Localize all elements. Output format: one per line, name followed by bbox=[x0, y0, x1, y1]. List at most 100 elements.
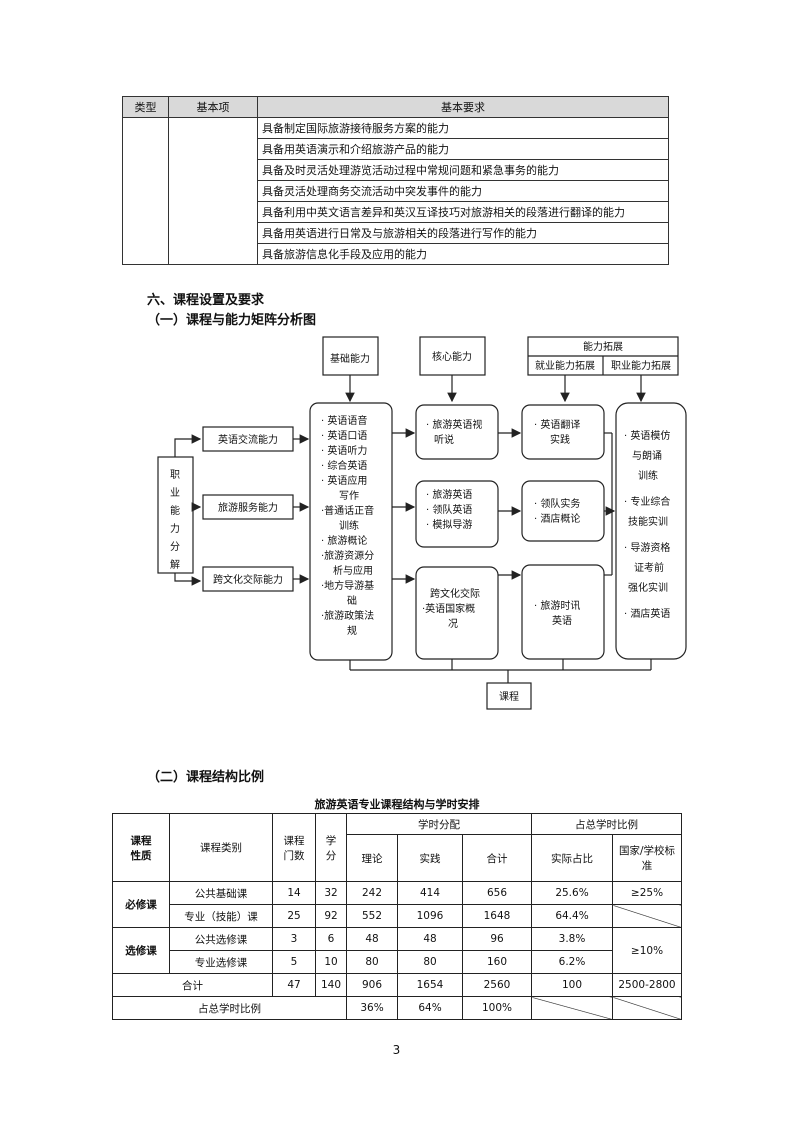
left-char: 能 bbox=[170, 504, 180, 517]
requirement-row: 具备旅游信息化手段及应用的能力 bbox=[257, 243, 669, 265]
svg-text:训练: 训练 bbox=[638, 469, 658, 482]
page-number: 3 bbox=[392, 1043, 401, 1057]
svg-text:跨文化交际: 跨文化交际 bbox=[430, 587, 480, 600]
header-ratio: 占总学时比例 bbox=[531, 813, 682, 835]
left-char: 业 bbox=[170, 487, 180, 499]
svg-text:·普通话正音: ·普通话正音 bbox=[321, 504, 374, 517]
header-hours: 学时分配 bbox=[346, 813, 532, 835]
requirement-row: 具备及时灵活处理游览活动过程中常规问题和紧急事务的能力 bbox=[257, 159, 669, 181]
header-standard: 国家/学校标准 bbox=[612, 834, 682, 882]
structure-table-title: 旅游英语专业课程结构与学时安排 bbox=[314, 798, 480, 811]
core-box-1 bbox=[415, 404, 499, 460]
table-row: 选修课 公共选修课 3 6 48 48 96 3.8% ≥10% bbox=[112, 927, 682, 974]
ability-label: 跨文化交际能力 bbox=[213, 573, 283, 586]
top-core-box bbox=[419, 336, 486, 376]
svg-text:实践: 实践 bbox=[550, 433, 570, 446]
course-ability-matrix-diagram: 基础能力 核心能力 能力拓展 就业能力拓展 职业能力拓展 职 业 能 力 分 解… bbox=[157, 336, 687, 710]
svg-text:础: 础 bbox=[347, 595, 357, 607]
ratio-row: 占总学时比例 36% 64% 100% bbox=[112, 996, 682, 1020]
svg-text:· 英语语音: · 英语语音 bbox=[321, 414, 367, 427]
basic-courses-list: · 英语语音 · 英语口语 · 英语听力 · 综合英语 · 英语应用 写作 ·普… bbox=[321, 414, 374, 637]
diagonal-cell bbox=[612, 996, 682, 1020]
svg-text:听说: 听说 bbox=[434, 433, 454, 446]
course-bottom-label: 课程 bbox=[499, 691, 519, 703]
left-char: 解 bbox=[170, 558, 180, 571]
svg-text:· 领队实务: · 领队实务 bbox=[534, 497, 580, 510]
basic-item-cell bbox=[168, 117, 258, 265]
requirement-row: 具备用英语进行日常及与旅游相关的段落进行写作的能力 bbox=[257, 222, 669, 244]
requirement-row: 具备用英语演示和介绍旅游产品的能力 bbox=[257, 138, 669, 160]
ability-label: 旅游服务能力 bbox=[218, 501, 278, 514]
job-box-2 bbox=[521, 480, 605, 542]
svg-text:· 酒店英语: · 酒店英语 bbox=[624, 607, 670, 620]
header-category: 课程类别 bbox=[169, 813, 273, 882]
svg-text:· 旅游概论: · 旅游概论 bbox=[321, 534, 367, 547]
svg-text:· 酒店概论: · 酒店概论 bbox=[534, 512, 580, 525]
english-communication-ability-box bbox=[202, 426, 294, 452]
svg-text:写作: 写作 bbox=[339, 490, 359, 502]
svg-text:· 模拟导游: · 模拟导游 bbox=[426, 518, 472, 531]
svg-text:训练: 训练 bbox=[339, 519, 359, 532]
core-box-3 bbox=[415, 566, 499, 660]
diagonal-cell bbox=[531, 996, 613, 1020]
svg-text:证考前: 证考前 bbox=[634, 561, 664, 574]
svg-text:· 英语翻译: · 英语翻译 bbox=[534, 418, 580, 431]
top-ext-job-label: 就业能力拓展 bbox=[535, 359, 595, 372]
header-practice: 实践 bbox=[397, 834, 463, 882]
svg-text:· 旅游时讯: · 旅游时讯 bbox=[534, 599, 580, 612]
requirements-table: 类型 基本项 基本要求 具备制定国际旅游接待服务方案的能力 具备用英语演示和介绍… bbox=[122, 96, 669, 265]
top-basic-label: 基础能力 bbox=[330, 352, 370, 365]
header-actual: 实际占比 bbox=[531, 834, 613, 882]
svg-text:析与应用: 析与应用 bbox=[333, 564, 373, 577]
header-count: 课程门数 bbox=[272, 813, 316, 882]
type-cell bbox=[122, 117, 169, 265]
svg-text:技能实训: 技能实训 bbox=[628, 515, 668, 528]
section-title: 六、课程设置及要求 bbox=[147, 293, 265, 308]
svg-text:· 专业综合: · 专业综合 bbox=[624, 495, 670, 508]
svg-text:与朗诵: 与朗诵 bbox=[632, 450, 662, 462]
top-ext-career-label: 职业能力拓展 bbox=[611, 359, 671, 372]
requirement-row: 具备灵活处理商务交流活动中突发事件的能力 bbox=[257, 180, 669, 202]
core-box-2 bbox=[415, 480, 499, 548]
svg-text:· 英语应用: · 英语应用 bbox=[321, 474, 367, 487]
svg-text:· 领队英语: · 领队英语 bbox=[426, 503, 472, 516]
requirement-row: 具备制定国际旅游接待服务方案的能力 bbox=[257, 117, 669, 139]
svg-text:规: 规 bbox=[347, 624, 357, 637]
tourism-service-ability-box bbox=[202, 494, 294, 520]
svg-text:· 英语模仿: · 英语模仿 bbox=[624, 429, 670, 442]
left-char: 职 bbox=[170, 469, 180, 481]
svg-text:·旅游资源分: ·旅游资源分 bbox=[321, 549, 374, 562]
diagonal-cell bbox=[612, 904, 682, 928]
svg-text:· 英语听力: · 英语听力 bbox=[321, 444, 367, 457]
svg-text:况: 况 bbox=[448, 618, 458, 630]
job-box-1 bbox=[521, 404, 605, 460]
subsection-structure-title: （二）课程结构比例 bbox=[147, 770, 265, 785]
header-basic-item: 基本项 bbox=[168, 96, 258, 118]
svg-text:·旅游政策法: ·旅游政策法 bbox=[321, 609, 374, 622]
top-ext-label: 能力拓展 bbox=[583, 340, 623, 353]
course-structure-table: 课程性质 课程类别 课程门数 学分 学时分配 占总学时比例 理论 实践 合计 实… bbox=[112, 813, 682, 1020]
header-total: 合计 bbox=[462, 834, 532, 882]
header-credit: 学分 bbox=[315, 813, 347, 882]
svg-text:英语: 英语 bbox=[552, 614, 572, 627]
table-row: 必修课 公共基础课 14 32 242 414 656 25.6% ≥25% bbox=[112, 881, 682, 928]
svg-text:· 导游资格: · 导游资格 bbox=[624, 541, 670, 554]
sum-row: 合计 47 140 906 1654 2560 100 2500-2800 bbox=[112, 973, 682, 997]
std-required: ≥25% bbox=[612, 881, 682, 905]
svg-text:· 综合英语: · 综合英语 bbox=[321, 459, 367, 472]
svg-text:· 英语口语: · 英语口语 bbox=[321, 429, 367, 442]
svg-text:·英语国家概: ·英语国家概 bbox=[422, 602, 475, 615]
top-basic-box bbox=[322, 336, 379, 376]
basic-courses-box bbox=[309, 402, 393, 661]
svg-text:· 旅游英语视: · 旅游英语视 bbox=[426, 418, 482, 431]
left-char: 力 bbox=[170, 522, 180, 535]
header-theory: 理论 bbox=[346, 834, 398, 882]
required-label: 必修课 bbox=[112, 881, 170, 928]
elective-label: 选修课 bbox=[112, 927, 170, 974]
career-courses-list: · 英语模仿 与朗诵 训练 · 专业综合 技能实训 · 导游资格 证考前 强化实… bbox=[624, 429, 670, 620]
requirement-row: 具备利用中英文语言差异和英汉互译技巧对旅游相关的段落进行翻译的能力 bbox=[257, 201, 669, 223]
course-bottom-box bbox=[486, 682, 532, 710]
header-basic-requirement: 基本要求 bbox=[257, 96, 669, 118]
job-box-3 bbox=[521, 564, 605, 660]
header-type: 类型 bbox=[122, 96, 169, 118]
